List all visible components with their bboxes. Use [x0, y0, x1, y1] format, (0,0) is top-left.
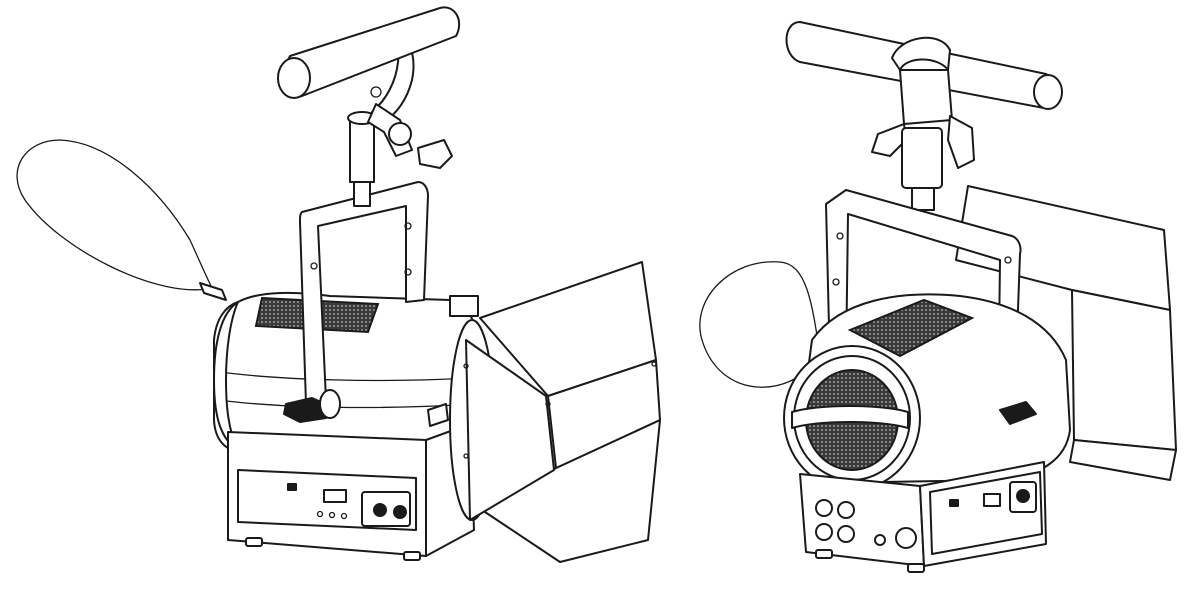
left-yoke-hole-2 — [310, 262, 318, 270]
right-power-switch — [874, 534, 886, 546]
left-barndoor-hinge-2 — [655, 359, 661, 421]
left-hinge-dot-4 — [651, 361, 657, 367]
left-barndoor-side — [465, 339, 555, 521]
right-spigot — [901, 127, 943, 189]
right-connector-2 — [837, 501, 855, 519]
right-pipe-end — [1033, 74, 1063, 110]
left-dial-2 — [393, 505, 407, 519]
right-spigot-base — [911, 187, 935, 211]
right-foot-1 — [815, 549, 833, 559]
right-clamp-jaw — [891, 36, 951, 71]
left-yoke-hole-1 — [404, 222, 412, 230]
left-yoke — [299, 181, 429, 405]
right-connector-4 — [837, 525, 855, 543]
left-clamp-screw — [370, 86, 382, 98]
left-button-2 — [328, 511, 336, 519]
right-clamp-body — [899, 69, 953, 125]
left-barndoor-handle — [427, 403, 449, 427]
left-foot-1 — [245, 537, 263, 547]
left-pipe-end — [277, 57, 311, 99]
right-foot-2 — [907, 563, 925, 573]
left-fixture — [16, 6, 661, 563]
right-connector-1 — [815, 499, 833, 517]
right-barndoor-bottom — [1069, 439, 1177, 481]
right-yoke-hole-3 — [832, 278, 840, 286]
right-yoke-lock-knob — [999, 401, 1037, 425]
left-clamp-bolt — [388, 122, 412, 146]
left-hinge-dot-2 — [463, 453, 469, 459]
right-front-handle — [791, 405, 909, 429]
left-housing-band — [219, 371, 471, 382]
right-barndoor-right — [1071, 289, 1177, 451]
right-yoke-hole-1 — [836, 232, 844, 240]
left-cable-clip — [199, 282, 227, 301]
left-safety-cable — [16, 139, 213, 291]
right-power-inlet — [895, 527, 917, 549]
right-top-vent — [847, 298, 975, 358]
right-clamp-handle-left — [871, 123, 907, 157]
left-yoke-hole-3 — [404, 268, 412, 276]
left-barndoor-hinge-1 — [547, 395, 557, 469]
right-connector-3 — [815, 523, 833, 541]
left-yoke-pivot — [319, 389, 341, 419]
left-display — [323, 489, 347, 503]
left-accessory-clip — [449, 295, 479, 317]
left-spigot-base — [353, 181, 371, 207]
right-port — [949, 499, 959, 507]
left-hinge-dot-1 — [463, 363, 469, 369]
right-dial — [1016, 489, 1030, 503]
left-hinge-dot-3 — [545, 401, 551, 407]
left-port — [287, 483, 297, 491]
right-yoke-hole-2 — [1004, 256, 1012, 264]
left-button-3 — [340, 512, 348, 520]
left-clamp-wing-knob — [417, 139, 453, 169]
right-display — [983, 493, 1001, 507]
right-yoke — [825, 189, 1022, 421]
left-foot-2 — [403, 551, 421, 561]
left-spigot — [349, 119, 375, 183]
right-barndoor-hinge — [1071, 289, 1075, 441]
left-button-1 — [316, 510, 324, 518]
right-fixture — [699, 21, 1177, 573]
right-clamp-handle-right — [947, 115, 975, 169]
left-dial-1 — [373, 503, 387, 517]
right-safety-cable — [699, 261, 821, 388]
